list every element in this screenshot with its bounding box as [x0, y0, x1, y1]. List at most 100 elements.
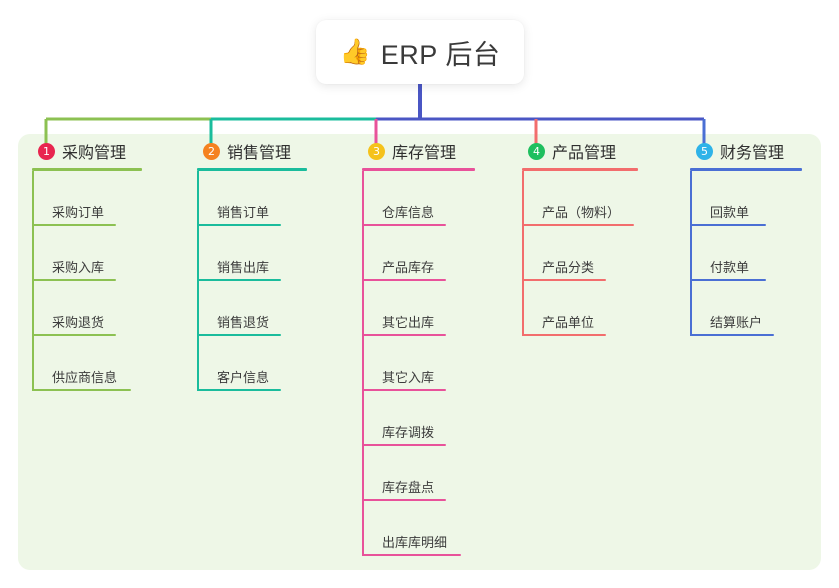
branch-item[interactable]: 销售出库 — [197, 226, 345, 281]
branch-header-1[interactable]: 1 采购管理 — [20, 134, 180, 168]
branch-item-label: 其它入库 — [382, 370, 435, 385]
branch-item-label: 结算账户 — [710, 315, 763, 330]
branch-item-label: 采购订单 — [52, 205, 105, 220]
branch-item[interactable]: 采购订单 — [32, 171, 180, 226]
branch-item-label: 销售退货 — [217, 315, 270, 330]
branch-item-rule — [32, 389, 131, 391]
branch-spine — [197, 171, 199, 391]
branch-item[interactable]: 付款单 — [690, 226, 838, 281]
branch-item-rule — [362, 279, 446, 281]
thumbs-up-icon: 👍 — [339, 37, 371, 66]
branch-item-rule — [197, 389, 281, 391]
branch-item-rule — [690, 279, 766, 281]
branch-spine — [522, 171, 524, 336]
branch-item-label: 客户信息 — [217, 370, 270, 385]
branch-item[interactable]: 其它出库 — [362, 281, 510, 336]
branch-item-label: 产品单位 — [542, 315, 595, 330]
branch-item-rule — [32, 224, 116, 226]
branch-item-label: 付款单 — [710, 260, 750, 275]
branch-item-label: 供应商信息 — [52, 370, 118, 385]
branch-item[interactable]: 产品分类 — [522, 226, 680, 281]
branch-column-5: 5 财务管理回款单付款单结算账户 — [678, 134, 838, 336]
diagram-panel-background — [18, 134, 821, 570]
branch-item-rule — [362, 444, 446, 446]
branch-item-rule — [690, 224, 766, 226]
branch-number-badge: 3 — [368, 142, 385, 160]
branch-column-2: 2 销售管理销售订单销售出库销售退货客户信息 — [185, 134, 345, 391]
branch-header-4[interactable]: 4 产品管理 — [510, 134, 680, 168]
branch-item[interactable]: 仓库信息 — [362, 171, 510, 226]
branch-item-rule — [690, 334, 774, 336]
branch-item-rule — [362, 389, 446, 391]
branch-header-rule — [32, 168, 142, 171]
branch-item[interactable]: 出库库明细 — [362, 501, 510, 556]
branch-column-1: 1 采购管理采购订单采购入库采购退货供应商信息 — [20, 134, 180, 391]
branch-item-rule — [197, 334, 281, 336]
branch-title: 销售管理 — [227, 145, 292, 162]
branch-number-badge: 1 — [38, 142, 55, 160]
branch-item-label: 销售出库 — [217, 260, 270, 275]
branch-item-label: 其它出库 — [382, 315, 435, 330]
branch-item[interactable]: 销售订单 — [197, 171, 345, 226]
branch-header-3[interactable]: 3 库存管理 — [350, 134, 510, 168]
branch-item[interactable]: 产品（物料） — [522, 171, 680, 226]
branch-title: 库存管理 — [392, 145, 457, 162]
branch-number-badge: 2 — [203, 142, 220, 160]
branch-item[interactable]: 库存盘点 — [362, 446, 510, 501]
branch-item-rule — [362, 554, 461, 556]
branch-item[interactable]: 产品单位 — [522, 281, 680, 336]
branch-item-list: 销售订单销售出库销售退货客户信息 — [197, 171, 345, 391]
branch-item[interactable]: 供应商信息 — [32, 336, 180, 391]
branch-header-2[interactable]: 2 销售管理 — [185, 134, 345, 168]
branch-header-rule — [522, 168, 638, 171]
branch-header-rule — [690, 168, 802, 171]
branch-item-label: 产品分类 — [542, 260, 595, 275]
branch-item[interactable]: 采购退货 — [32, 281, 180, 336]
branch-column-3: 3 库存管理仓库信息产品库存其它出库其它入库库存调拨库存盘点出库库明细 — [350, 134, 510, 556]
branch-item-rule — [362, 224, 446, 226]
branch-item-rule — [197, 224, 281, 226]
branch-item[interactable]: 客户信息 — [197, 336, 345, 391]
branch-spine — [690, 171, 692, 336]
branch-item[interactable]: 产品库存 — [362, 226, 510, 281]
branch-item-label: 回款单 — [710, 205, 750, 220]
branch-number-badge: 5 — [696, 142, 713, 160]
branch-column-4: 4 产品管理产品（物料） 产品分类产品单位 — [510, 134, 680, 336]
branch-item-label: 库存调拨 — [382, 425, 435, 440]
branch-item-label: 采购入库 — [52, 260, 105, 275]
branch-item-label: 销售订单 — [217, 205, 270, 220]
branch-item[interactable]: 库存调拨 — [362, 391, 510, 446]
branch-header-rule — [362, 168, 475, 171]
branch-item-label: 库存盘点 — [382, 480, 435, 495]
branch-item-list: 采购订单采购入库采购退货供应商信息 — [32, 171, 180, 391]
branch-header-5[interactable]: 5 财务管理 — [678, 134, 838, 168]
branch-item-rule — [32, 334, 116, 336]
branch-item[interactable]: 结算账户 — [690, 281, 838, 336]
branch-item-label: 产品（物料） — [542, 205, 621, 220]
branch-item-rule — [32, 279, 116, 281]
branch-item[interactable]: 其它入库 — [362, 336, 510, 391]
branch-item-label: 仓库信息 — [382, 205, 435, 220]
branch-title: 采购管理 — [62, 145, 127, 162]
branch-number-badge: 4 — [528, 142, 545, 160]
branch-item-rule — [522, 334, 606, 336]
branch-columns: 1 采购管理采购订单采购入库采购退货供应商信息 2 销售管理销售订单销售出库销售退货客… — [18, 134, 821, 570]
branch-item-list: 回款单付款单结算账户 — [690, 171, 838, 336]
root-node-title: ERP 后台 — [380, 39, 501, 70]
branch-item[interactable]: 采购入库 — [32, 226, 180, 281]
branch-item-rule — [362, 499, 446, 501]
branch-item-rule — [362, 334, 446, 336]
branch-item-list: 产品（物料） 产品分类产品单位 — [522, 171, 680, 336]
root-node[interactable]: 👍 ERP 后台 — [316, 20, 524, 84]
branch-item-rule — [522, 224, 634, 226]
branch-item-list: 仓库信息产品库存其它出库其它入库库存调拨库存盘点出库库明细 — [362, 171, 510, 556]
branch-title: 财务管理 — [720, 145, 785, 162]
branch-header-rule — [197, 168, 307, 171]
branch-item[interactable]: 回款单 — [690, 171, 838, 226]
branch-item[interactable]: 销售退货 — [197, 281, 345, 336]
branch-item-label: 产品库存 — [382, 260, 435, 275]
branch-item-rule — [197, 279, 281, 281]
branch-item-label: 出库库明细 — [382, 535, 448, 550]
branch-title: 产品管理 — [552, 145, 617, 162]
